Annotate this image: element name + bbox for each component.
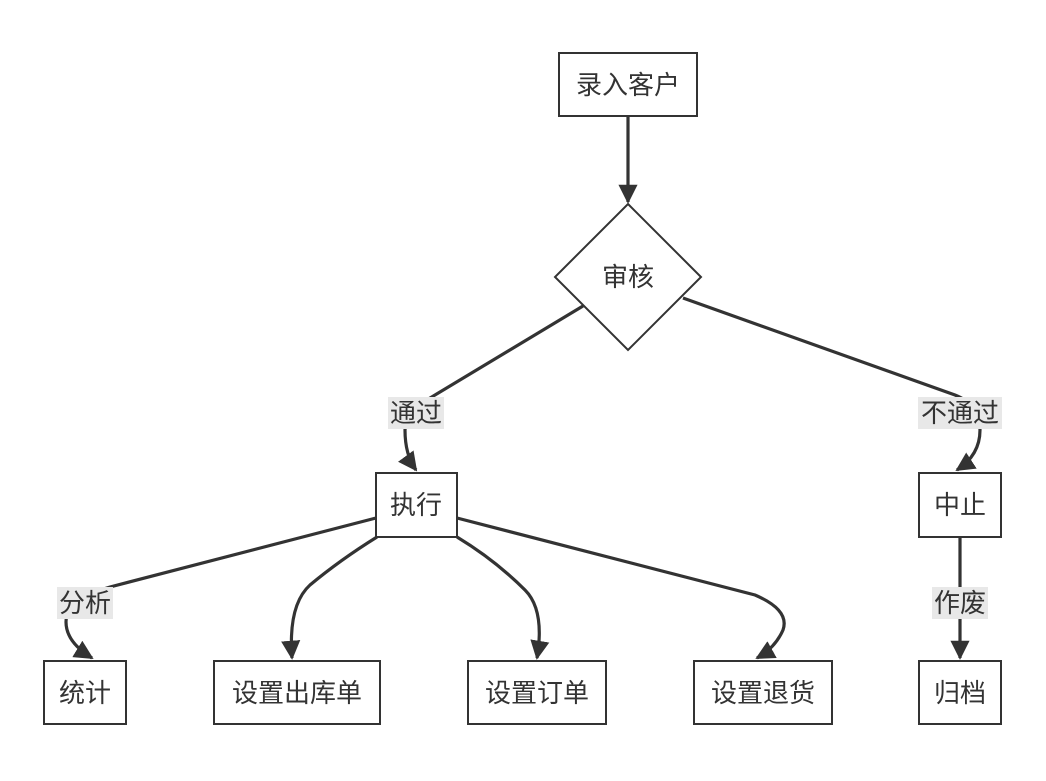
svg-text:归档: 归档: [934, 679, 986, 709]
node-outbound[interactable]: 设置出库单: [213, 660, 381, 725]
edge-review-stop: [682, 296, 982, 472]
svg-text:录入客户: 录入客户: [576, 71, 680, 101]
svg-text:通过: 通过: [390, 399, 442, 429]
svg-text:不通过: 不通过: [921, 399, 999, 429]
edge-execute-return: [456, 516, 786, 660]
svg-text:中止: 中止: [934, 491, 986, 521]
node-return[interactable]: 设置退货: [693, 660, 833, 725]
edge-execute-outbound: [281, 535, 378, 660]
node-stop[interactable]: 中止: [918, 472, 1002, 538]
edge-review-execute: [398, 304, 584, 472]
edge-label-fail: 不通过: [918, 397, 1002, 429]
svg-text:执行: 执行: [390, 491, 442, 521]
node-archive[interactable]: 归档: [918, 660, 1002, 725]
edge-label-void: 作废: [932, 587, 988, 619]
svg-text:设置退货: 设置退货: [711, 679, 815, 709]
node-review-decision[interactable]: 审核: [553, 202, 703, 352]
node-start[interactable]: 录入客户: [558, 52, 698, 117]
svg-text:统计: 统计: [59, 679, 111, 709]
svg-text:分析: 分析: [59, 589, 111, 619]
svg-text:设置订单: 设置订单: [485, 679, 589, 709]
node-stats[interactable]: 统计: [43, 660, 127, 725]
edge-label-analyze: 分析: [57, 587, 113, 619]
svg-text:作废: 作废: [934, 589, 986, 619]
edge-label-pass: 通过: [388, 397, 444, 429]
node-execute[interactable]: 执行: [375, 472, 458, 538]
node-order[interactable]: 设置订单: [467, 660, 607, 725]
svg-text:审核: 审核: [602, 263, 654, 293]
svg-text:设置出库单: 设置出库单: [232, 679, 362, 709]
edge-execute-order: [456, 535, 550, 660]
